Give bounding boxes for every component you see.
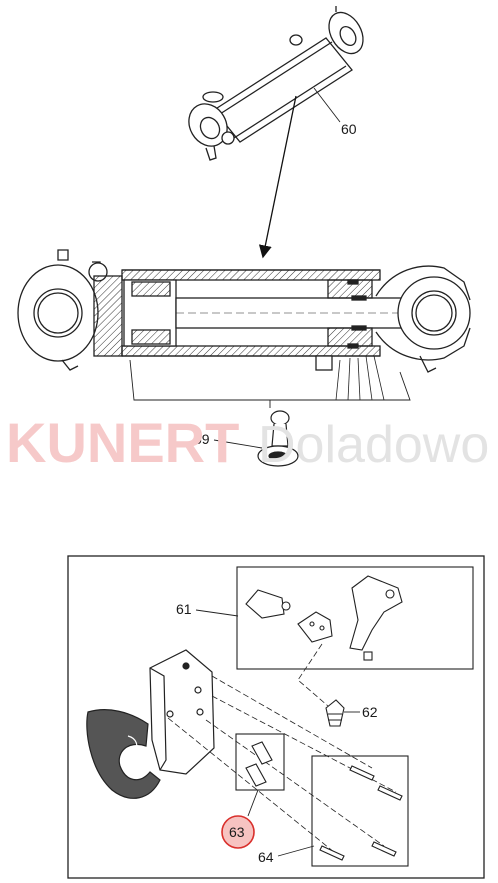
box-64 bbox=[311, 755, 409, 867]
callout-line-60 bbox=[313, 87, 341, 123]
watermark-suffix: Doladowo bbox=[258, 416, 489, 474]
arrow bbox=[258, 95, 297, 259]
cylinder-perspective bbox=[188, 6, 364, 161]
callout-59: 59 bbox=[194, 431, 210, 447]
seal-kit-icon bbox=[257, 410, 299, 467]
callout-61: 61 bbox=[176, 601, 192, 617]
callout-60: 60 bbox=[341, 121, 357, 137]
hook-body bbox=[86, 649, 215, 799]
callout-64: 64 bbox=[258, 849, 274, 865]
pins bbox=[319, 765, 403, 861]
callout-line-59 bbox=[213, 439, 263, 449]
callout-63: 63 bbox=[229, 824, 245, 840]
callout-line-64 bbox=[277, 845, 315, 857]
latch-parts bbox=[245, 575, 403, 661]
box-63 bbox=[235, 733, 285, 791]
callout-62: 62 bbox=[362, 704, 378, 720]
callout-line-63 bbox=[247, 789, 259, 817]
bushings bbox=[245, 741, 273, 787]
spring-icon bbox=[325, 699, 345, 727]
callout-63-highlight bbox=[221, 815, 255, 849]
seal-kit-bracket bbox=[129, 359, 411, 408]
callout-line-61 bbox=[195, 609, 239, 617]
watermark-brand: KUNERT bbox=[6, 411, 239, 474]
hook-frame bbox=[67, 555, 485, 879]
box-61 bbox=[236, 566, 474, 670]
seal-kit-leader-lines bbox=[335, 355, 385, 401]
cylinder-section bbox=[17, 249, 471, 373]
